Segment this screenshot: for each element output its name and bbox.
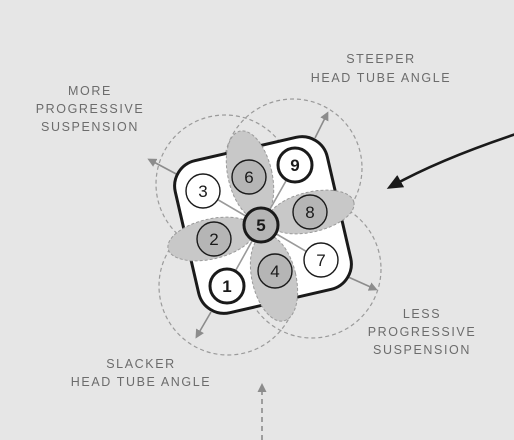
position-5: 5 — [242, 206, 280, 244]
position-6-circle — [231, 159, 267, 195]
position-1-circle — [208, 267, 246, 305]
label-slacker-line-2: HEAD TUBE ANGLE — [71, 375, 211, 389]
position-7: 7 — [303, 242, 339, 278]
position-3: 3 — [185, 173, 221, 209]
position-1-number: 1 — [222, 277, 231, 296]
position-7-circle — [303, 242, 339, 278]
position-2: 2 — [196, 221, 232, 257]
label-steeper-line-2: HEAD TUBE ANGLE — [311, 71, 451, 85]
arrow-less-progressive — [345, 275, 378, 291]
position-1: 1 — [208, 267, 246, 305]
label-more-progressive-line-3: SUSPENSION — [41, 120, 139, 134]
position-5-number: 5 — [256, 216, 265, 235]
label-more-progressive-line-2: PROGRESSIVE — [36, 102, 145, 116]
position-2-number: 2 — [209, 230, 218, 249]
position-2-circle — [196, 221, 232, 257]
position-3-circle — [185, 173, 221, 209]
label-more-progressive: MORE PROGRESSIVE SUSPENSION — [36, 84, 145, 134]
position-8-circle — [292, 194, 328, 230]
position-4: 4 — [257, 253, 293, 289]
label-slacker-line-1: SLACKER — [106, 357, 176, 371]
position-7-number: 7 — [316, 251, 325, 270]
position-8: 8 — [292, 194, 328, 230]
label-less-progressive: LESS PROGRESSIVE SUSPENSION — [368, 307, 477, 357]
position-5-circle — [242, 206, 280, 244]
position-8-number: 8 — [305, 203, 314, 222]
position-6: 6 — [231, 159, 267, 195]
position-9: 9 — [276, 146, 314, 184]
arrow-more-progressive — [147, 158, 181, 177]
pointer-arrow — [386, 133, 514, 189]
position-markers: 1 2 3 4 5 6 7 8 9 — [185, 146, 339, 305]
position-6-number: 6 — [244, 168, 253, 187]
direction-arrows — [147, 111, 378, 440]
arrow-steeper — [314, 111, 329, 139]
position-4-number: 4 — [270, 262, 279, 281]
label-less-progressive-line-1: LESS — [403, 307, 441, 321]
position-9-number: 9 — [290, 156, 299, 175]
label-steeper-line-1: STEEPER — [346, 52, 416, 66]
label-less-progressive-line-3: SUSPENSION — [373, 343, 471, 357]
label-more-progressive-line-1: MORE — [68, 84, 112, 98]
position-9-circle — [276, 146, 314, 184]
overlap-petals — [167, 130, 355, 322]
arrow-slacker — [195, 311, 212, 339]
label-less-progressive-line-2: PROGRESSIVE — [368, 325, 477, 339]
label-steeper: STEEPER HEAD TUBE ANGLE — [311, 52, 451, 85]
position-4-circle — [257, 253, 293, 289]
position-3-number: 3 — [198, 182, 207, 201]
label-slacker: SLACKER HEAD TUBE ANGLE — [71, 357, 211, 389]
